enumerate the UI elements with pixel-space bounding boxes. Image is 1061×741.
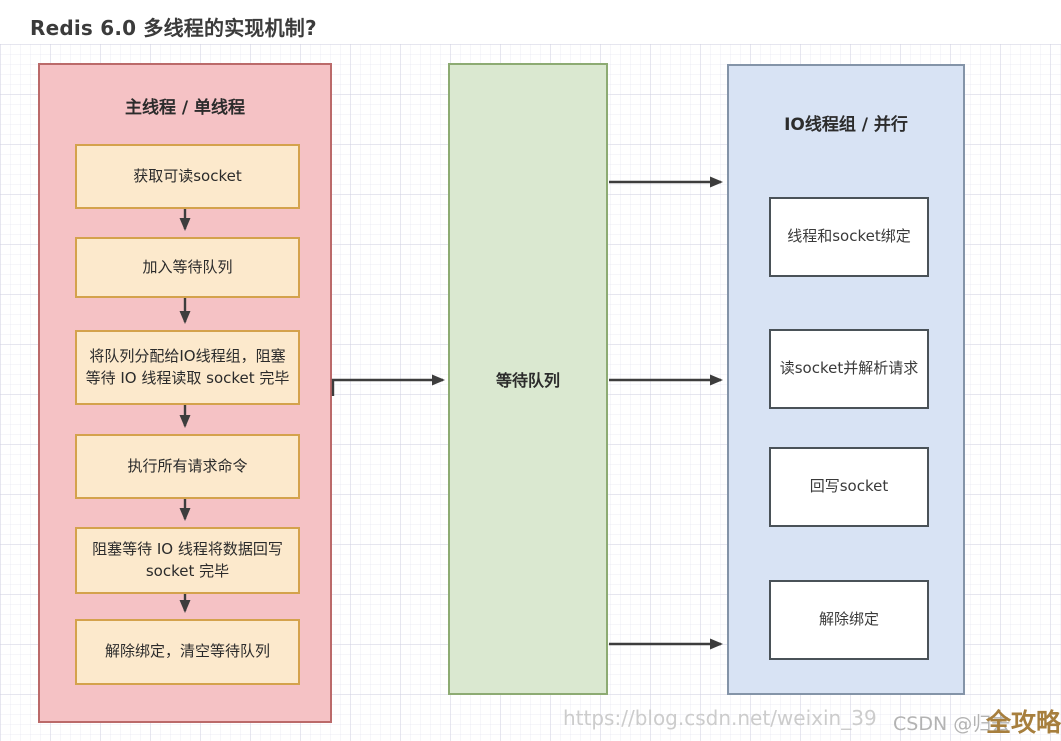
main-thread-step-2: 加入等待队列 xyxy=(75,237,300,298)
main-thread-step-5: 阻塞等待 IO 线程将数据回写 socket 完毕 xyxy=(75,527,300,594)
wait-queue-panel: 等待队列 xyxy=(448,63,608,695)
main-thread-step-3: 将队列分配给IO线程组，阻塞等待 IO 线程读取 socket 完毕 xyxy=(75,330,300,405)
io-threads-header: IO线程组 / 并行 xyxy=(784,115,908,135)
watermark-overlay: 全攻略 xyxy=(986,708,1061,737)
main-thread-step-6: 解除绑定，清空等待队列 xyxy=(75,619,300,685)
io-step-1: 线程和socket绑定 xyxy=(769,197,929,277)
main-thread-step-4: 执行所有请求命令 xyxy=(75,434,300,499)
page-title: Redis 6.0 多线程的实现机制? xyxy=(30,16,317,40)
wait-queue-label: 等待队列 xyxy=(495,371,560,390)
main-thread-step-1: 获取可读socket xyxy=(75,144,300,209)
watermark-csdn: CSDN @归去 xyxy=(893,713,1011,735)
main-thread-header: 主线程 / 单线程 xyxy=(124,98,246,118)
watermark-url: https://blog.csdn.net/weixin_39 xyxy=(563,706,877,730)
main-thread-panel: 主线程 / 单线程 获取可读socket 加入等待队列 将队列分配给IO线程组，… xyxy=(38,63,332,723)
io-threads-panel: IO线程组 / 并行 线程和socket绑定 读socket并解析请求 回写so… xyxy=(727,64,965,695)
io-step-2: 读socket并解析请求 xyxy=(769,329,929,409)
io-step-3: 回写socket xyxy=(769,447,929,527)
io-step-4: 解除绑定 xyxy=(769,580,929,660)
